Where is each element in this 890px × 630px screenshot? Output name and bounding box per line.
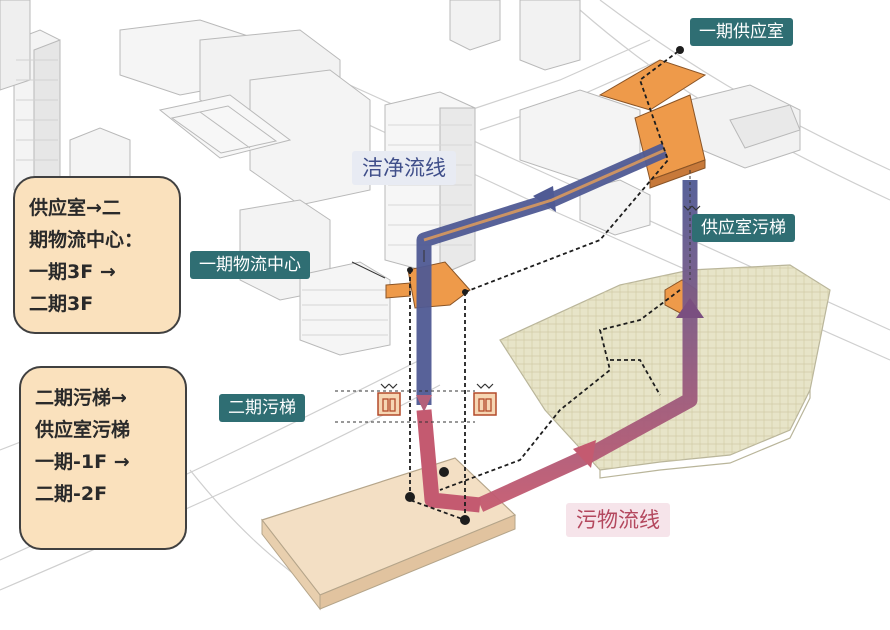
elevator-icon bbox=[377, 383, 401, 416]
dirty-route-note: 二期污梯→ 供应室污梯 一期-1F → 二期-2F bbox=[19, 366, 187, 550]
supply-room-dirty-lift-label: 供应室污梯 bbox=[692, 214, 795, 242]
background-buildings bbox=[0, 0, 801, 356]
note-line: 二期-2F bbox=[35, 483, 108, 505]
phase2-site-plan bbox=[499, 264, 831, 479]
elevator-icon bbox=[473, 383, 497, 416]
dashed-routes bbox=[409, 49, 681, 521]
down-arrowhead bbox=[416, 395, 432, 412]
note-line: 二期3F bbox=[29, 293, 94, 315]
clean-flow-line bbox=[416, 143, 669, 410]
dirty-flow-label: 污物流线 bbox=[566, 503, 670, 537]
note-line: 期物流中心： bbox=[29, 229, 144, 251]
note-line: 一期-1F → bbox=[35, 451, 130, 473]
leader-lines bbox=[335, 170, 691, 423]
clean-route-note: 供应室→二 期物流中心： 一期3F → 二期3F bbox=[13, 176, 181, 334]
up-arrowhead bbox=[676, 298, 704, 318]
phase2-dirty-lift-label: 二期污梯 bbox=[219, 394, 305, 422]
dirty-flow-arrowhead bbox=[573, 440, 596, 468]
note-line: 一期3F → bbox=[29, 261, 116, 283]
note-line: 供应室污梯 bbox=[35, 419, 131, 441]
dirty-flow-line bbox=[416, 180, 704, 513]
clean-flow-label: 洁净流线 bbox=[352, 151, 456, 185]
lift-chevron-icon bbox=[683, 205, 701, 211]
phase1-supply-room-label: 一期供应室 bbox=[690, 18, 793, 46]
note-line: 供应室→二 bbox=[29, 197, 121, 219]
phase1-logistics-center-label: 一期物流中心 bbox=[190, 251, 310, 279]
clean-flow-arrowhead bbox=[533, 186, 556, 212]
base-block bbox=[261, 457, 517, 611]
note-line: 二期污梯→ bbox=[35, 387, 127, 409]
route-nodes bbox=[405, 46, 684, 525]
